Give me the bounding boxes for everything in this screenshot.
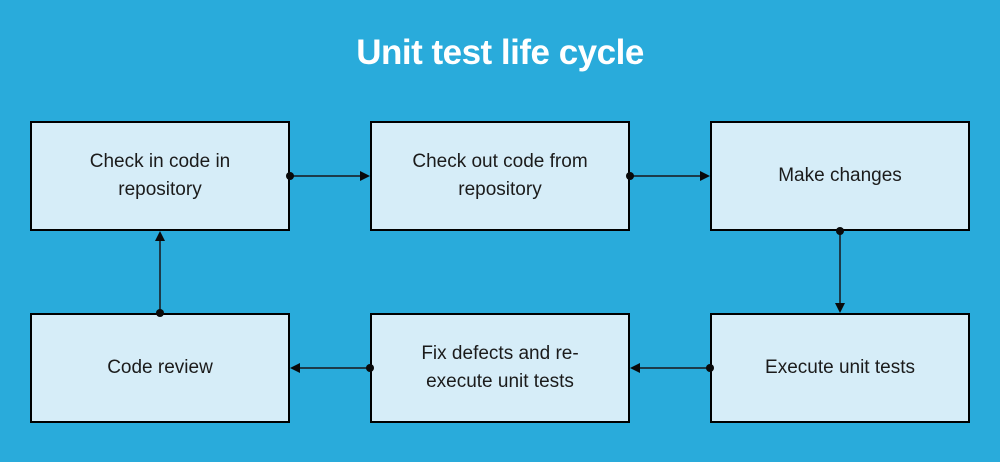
- node-check-out-code: Check out code from repository: [370, 121, 630, 231]
- node-label: Fix defects and re-execute unit tests: [421, 343, 579, 392]
- arrowhead-icon: [835, 303, 845, 313]
- arrowhead-icon: [155, 231, 165, 241]
- node-label: Check out code from repository: [412, 151, 588, 200]
- node-label: Make changes: [778, 165, 902, 187]
- edge-check-out-to-make-changes: [626, 171, 710, 181]
- arrowhead-icon: [700, 171, 710, 181]
- edge-fix-defects-to-code-review: [290, 363, 374, 373]
- node-check-in-code: Check in code in repository: [30, 121, 290, 231]
- diagram-title: Unit test life cycle: [356, 33, 644, 72]
- node-label: Execute unit tests: [765, 357, 915, 379]
- arrowhead-icon: [290, 363, 300, 373]
- edge-make-changes-to-execute-tests: [835, 227, 845, 313]
- node-code-review: Code review: [30, 313, 290, 423]
- edge-execute-tests-to-fix-defects: [630, 363, 714, 373]
- node-fix-defects: Fix defects and re-execute unit tests: [370, 313, 630, 423]
- node-execute-unit-tests: Execute unit tests: [710, 313, 970, 423]
- node-label: Code review: [107, 357, 213, 379]
- edge-check-in-to-check-out: [286, 171, 370, 181]
- arrowhead-icon: [360, 171, 370, 181]
- edge-code-review-to-check-in: [155, 231, 165, 317]
- arrowhead-icon: [630, 363, 640, 373]
- node-label: Check in code in repository: [89, 151, 231, 200]
- node-make-changes: Make changes: [710, 121, 970, 231]
